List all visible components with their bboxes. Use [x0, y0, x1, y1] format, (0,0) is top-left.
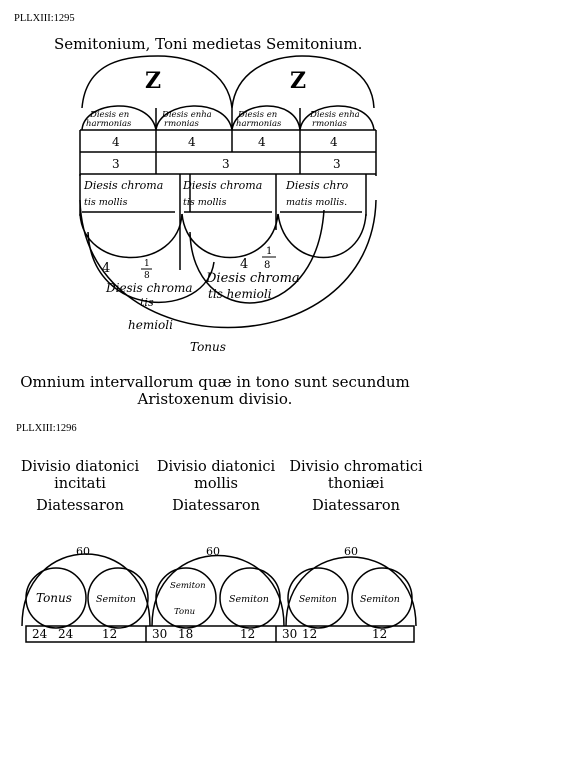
small-arc-2 — [155, 105, 233, 131]
lower-left-frac-den: 8 — [144, 271, 150, 281]
mid-label-3a: Diesis chro — [285, 179, 349, 192]
col3-big-arc — [285, 556, 417, 627]
mid-label-1b: tis mollis — [84, 197, 128, 208]
top-arc-left — [81, 55, 233, 109]
upper-label-2a: Diesis enha — [161, 110, 212, 120]
column3-subheading: Diatessaron — [312, 498, 400, 514]
lower-left-num: 4 — [102, 261, 110, 276]
figure2-reference: PLLXIII:1296 — [16, 423, 77, 434]
col3-right-circle — [351, 567, 413, 629]
upper-label-4b: rmonias — [312, 119, 348, 129]
col2-big-arc — [151, 554, 285, 627]
upper-label-1a: Diesis en — [89, 110, 129, 120]
row2-value-2: 3 — [222, 157, 230, 171]
figure1-caption-line2: Aristoxenum divisio. — [137, 390, 293, 408]
col1-right-circle-label: Semiton — [96, 594, 136, 605]
mid-label-3b: matis mollis. — [286, 197, 347, 208]
number-bar — [25, 625, 415, 643]
col3-left-circle — [287, 567, 349, 629]
col2-left-circle-label1: Semiton — [170, 581, 206, 591]
column3-heading: Divisio chromatici thoniæi Diatessaron — [286, 459, 426, 515]
col2-left-circle — [155, 567, 217, 629]
small-arc-1 — [81, 105, 157, 131]
column2-subheading: Diatessaron — [172, 498, 260, 514]
col3-left-circle-label: Semiton — [299, 595, 337, 605]
bowl-left — [79, 213, 183, 259]
column1-heading-line2: incitati — [54, 476, 106, 492]
bar-value-3: 12 — [102, 627, 117, 641]
lower-left-line2: tis — [140, 296, 154, 309]
lower-right-line1: Diesis chroma — [205, 271, 300, 286]
col3-right-circle-label: Semiton — [360, 594, 400, 605]
small-arc-3 — [231, 105, 301, 131]
figure1-title: Semitonium, Toni medietas Semitonium. — [54, 35, 363, 53]
mid-label-2b: tis mollis — [183, 197, 227, 208]
tonus-label: Tonus — [190, 340, 226, 354]
upper-label-1b: harmonias — [86, 119, 132, 129]
bar-value-5: 18 — [178, 627, 193, 641]
col2-left-circle-label2: Tonu — [174, 607, 195, 617]
row2-value-1: 3 — [112, 157, 120, 171]
lower-right-num: 4 — [240, 257, 248, 272]
figure1-caption-line1: Omnium intervallorum quæ in tono sunt se… — [20, 373, 410, 391]
lower-left-line1: Diesis chroma — [105, 281, 192, 295]
bar-value-9: 12 — [372, 627, 387, 641]
col1-right-circle — [87, 567, 149, 629]
lower-right-frac-den: 8 — [264, 260, 270, 271]
column2-heading-line2: mollis — [194, 476, 238, 492]
figure1-caption: Omnium intervallorum quæ in tono sunt se… — [0, 374, 430, 408]
figure1-diagram: Z Z Diesis en harmonias Diesis enha rmon… — [79, 55, 377, 354]
column2-heading: Divisio diatonici mollis Diatessaron — [150, 459, 282, 515]
col2-arc-number: 60 — [206, 545, 220, 558]
hemioli-label: hemioli — [128, 318, 173, 332]
bowl-right — [277, 213, 367, 259]
bar-value-7: 30 — [282, 627, 297, 641]
bar-value-6: 12 — [240, 627, 255, 641]
column3-heading-line1: Divisio chromatici — [289, 459, 423, 475]
column1-heading-line1: Divisio diatonici — [20, 459, 140, 475]
upper-label-4a: Diesis enha — [309, 110, 360, 120]
mid-label-2a: Diesis chroma — [182, 179, 262, 192]
bar-value-4: 30 — [152, 627, 167, 641]
row1-value-3: 4 — [258, 135, 266, 149]
bowl-mid — [181, 213, 279, 259]
column2-heading-line1: Divisio diatonici — [156, 459, 276, 475]
col3-arc-number: 60 — [344, 545, 358, 558]
col1-big-arc — [21, 553, 151, 627]
col1-arc-number: 60 — [76, 545, 90, 558]
lower-right-frac-num: 1 — [266, 246, 272, 257]
lower-right-line2: tis hemioli — [208, 287, 272, 301]
upper-label-3b: harmonias — [236, 119, 282, 129]
small-arc-4 — [299, 105, 375, 131]
figure1-reference: PLLXIII:1295 — [14, 13, 75, 24]
row1-value-4: 4 — [330, 135, 338, 149]
tonus-arc — [79, 199, 377, 329]
bar-value-2: 24 — [58, 627, 74, 641]
row1-value-1: 4 — [112, 135, 120, 149]
col1-left-circle — [25, 567, 87, 629]
lower-arc-right — [189, 209, 325, 304]
column1-subheading: Diatessaron — [36, 498, 124, 514]
column3-heading-line2: thoniæi — [327, 476, 385, 492]
col2-right-circle-label: Semiton — [229, 594, 269, 605]
row2-value-3: 3 — [333, 157, 341, 171]
column1-heading: Divisio diatonici incitati Diatessaron — [14, 459, 146, 515]
upper-label-2b: rmonias — [164, 119, 200, 129]
lower-left-frac-num: 1 — [144, 259, 150, 269]
mid-label-1a: Diesis chroma — [83, 179, 163, 192]
upper-label-3a: Diesis en — [237, 110, 277, 120]
bar-value-1: 24 — [32, 627, 48, 641]
figure2-diagram: 60 60 60 Tonus Semiton Semiton Tonu Semi… — [21, 545, 417, 643]
arc-letter-left: Z — [145, 68, 161, 94]
row1-value-2: 4 — [188, 135, 196, 149]
top-arc-right — [231, 55, 375, 109]
col2-right-circle — [219, 567, 281, 629]
bar-value-8: 12 — [302, 627, 317, 641]
arc-letter-right: Z — [290, 68, 306, 94]
col1-left-circle-label: Tonus — [36, 591, 72, 605]
